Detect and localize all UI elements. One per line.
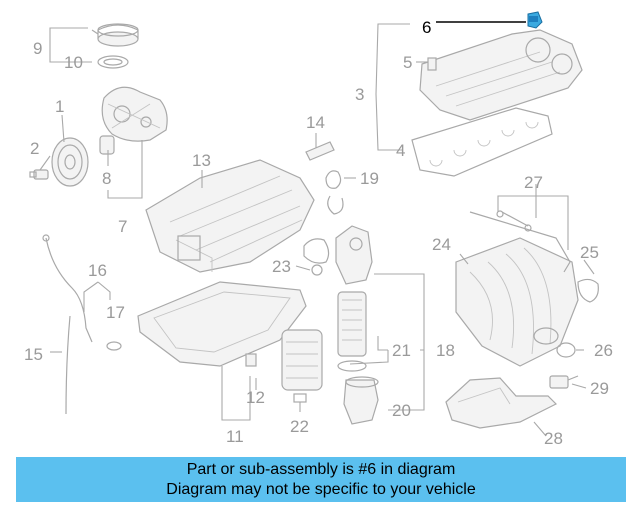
- dipstick-drawing: [42, 234, 122, 415]
- callout-labels: 1 2 3 4 5 6 7 8 9 10 11 12 13 14 15 16 1…: [24, 18, 613, 448]
- valve-cover-bolt-drawing: [427, 57, 437, 71]
- callout-20: 20: [392, 401, 411, 420]
- callout-29: 29: [590, 379, 609, 398]
- upper-oil-pan-drawing: [145, 159, 315, 273]
- callout-27: 27: [524, 173, 543, 192]
- lower-oil-pan-drawing: [137, 281, 307, 367]
- oil-filter-drawing: [337, 291, 367, 372]
- parts-diagram: 1 2 3 4 5 6 7 8 9 10 11 12 13 14 15 16 1…: [24, 11, 613, 448]
- callout-18: 18: [436, 341, 455, 360]
- caption-part-number-text: Part or sub-assembly is #6 in diagram: [186, 461, 456, 478]
- callout-3: 3: [355, 85, 364, 104]
- crankshaft-pulley-drawing: [51, 137, 89, 187]
- tube-drawing: [305, 141, 344, 215]
- manifold-gasket-drawing: [556, 278, 599, 358]
- callout-10: 10: [64, 53, 83, 72]
- callout-1: 1: [55, 97, 64, 116]
- diagram-caption-bar: Part or sub-assembly is #6 in diagram Di…: [16, 457, 626, 502]
- callout-22: 22: [290, 417, 309, 436]
- callout-15: 15: [24, 345, 43, 364]
- leader-lines: [39, 21, 595, 437]
- callout-26: 26: [594, 341, 613, 360]
- callout-25: 25: [580, 243, 599, 262]
- callout-6: 6: [422, 18, 431, 37]
- callout-7: 7: [118, 217, 127, 236]
- valve-cover-gasket-drawing: [411, 107, 553, 177]
- sensor-drawing: [549, 375, 579, 389]
- housing-gasket-drawing: [303, 238, 330, 276]
- callout-5: 5: [403, 53, 412, 72]
- oil-filler-cap-drawing: [97, 23, 139, 69]
- valve-cover-drawing: [419, 29, 583, 121]
- callout-11: 11: [226, 427, 244, 446]
- callout-13: 13: [192, 151, 211, 170]
- oil-cooler-drawing: [281, 329, 323, 403]
- callout-17: 17: [106, 303, 125, 322]
- oil-cap-highlighted-drawing: [527, 11, 543, 29]
- intake-manifold-drawing: [455, 237, 579, 367]
- callout-21: 21: [392, 341, 411, 360]
- seal-drawing: [99, 135, 115, 155]
- callout-14: 14: [306, 113, 325, 132]
- pulley-bolt-drawing: [29, 169, 49, 180]
- timing-cover-drawing: [101, 86, 168, 142]
- callout-24: 24: [432, 235, 451, 254]
- caption-disclaimer-text: Diagram may not be specific to your vehi…: [166, 481, 476, 498]
- callout-8: 8: [102, 169, 111, 188]
- callout-16: 16: [88, 261, 107, 280]
- bracket-drawing: [469, 210, 571, 273]
- oil-filter-housing-drawing: [335, 225, 373, 285]
- callout-12: 12: [246, 388, 265, 407]
- callout-4: 4: [396, 141, 405, 160]
- callout-23: 23: [272, 257, 291, 276]
- callout-28: 28: [544, 429, 563, 448]
- callout-2: 2: [30, 139, 39, 158]
- drain-plug-drawing: [245, 353, 257, 367]
- callout-19: 19: [360, 169, 379, 188]
- heat-shield-drawing: [445, 377, 558, 429]
- callout-9: 9: [33, 39, 42, 58]
- filter-cap-drawing: [343, 376, 379, 425]
